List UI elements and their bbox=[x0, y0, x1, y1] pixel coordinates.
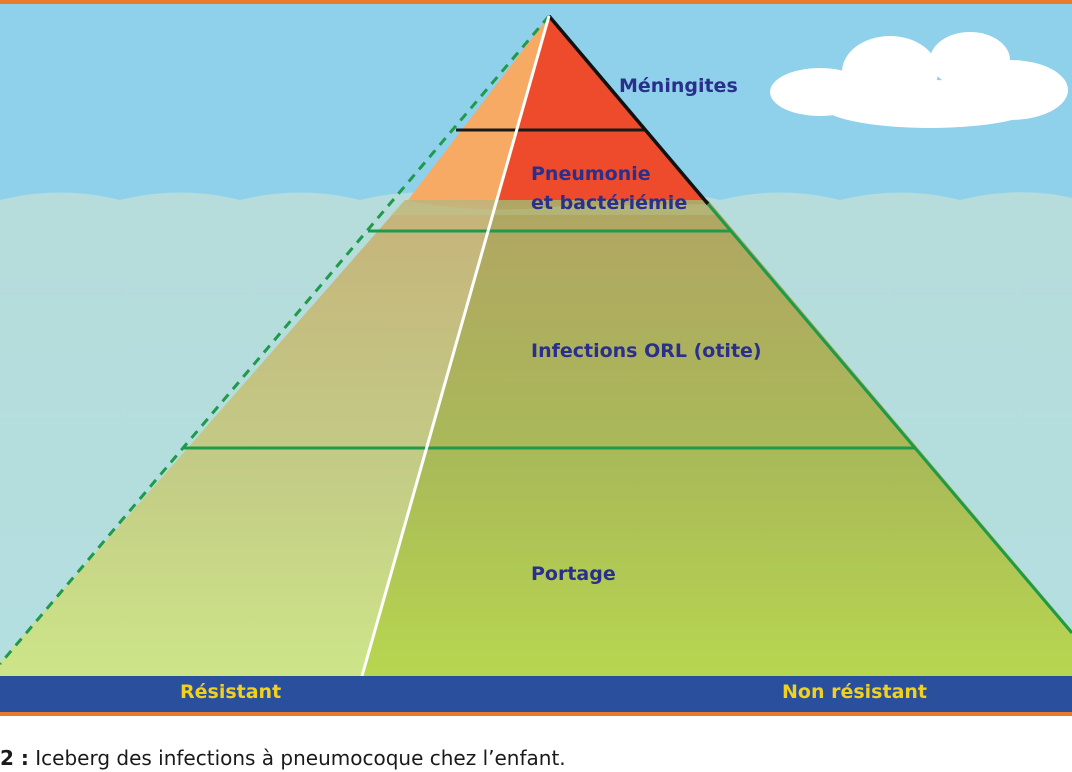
underwater-resistant-region bbox=[0, 200, 496, 676]
base-label-resistant: Résistant bbox=[180, 681, 281, 703]
pyramid-left-edge-dashed bbox=[0, 15, 551, 665]
figure-caption: 2 : Iceberg des infections à pneumocoque… bbox=[0, 746, 566, 770]
pyramid-right-edge-bottom bbox=[706, 203, 1072, 634]
bottom-orange-rule bbox=[0, 712, 1072, 716]
underwater-non-resistant-region bbox=[362, 200, 1072, 676]
resistance-divider-line bbox=[360, 15, 551, 677]
level-label-pneumonie-line1: Pneumonie bbox=[531, 163, 651, 185]
level-label-meningites: Méningites bbox=[619, 75, 738, 97]
cloud-icon bbox=[770, 32, 1068, 128]
caption-number: 2 : bbox=[0, 746, 29, 770]
pyramid-right-edge-top bbox=[547, 14, 710, 206]
base-bar bbox=[0, 676, 1072, 712]
level-label-pneumonie-line2: et bactériémie bbox=[531, 192, 687, 214]
level-label-orl: Infections ORL (otite) bbox=[531, 340, 762, 362]
base-label-non-resistant: Non résistant bbox=[782, 681, 927, 703]
apex-resistant-region bbox=[405, 16, 549, 204]
top-orange-rule bbox=[0, 0, 1072, 4]
apex-non-resistant-region bbox=[496, 16, 708, 204]
water-surface-overlay bbox=[390, 200, 720, 215]
caption-text: Iceberg des infections à pneumocoque che… bbox=[28, 746, 566, 770]
level-label-portage: Portage bbox=[531, 563, 616, 585]
